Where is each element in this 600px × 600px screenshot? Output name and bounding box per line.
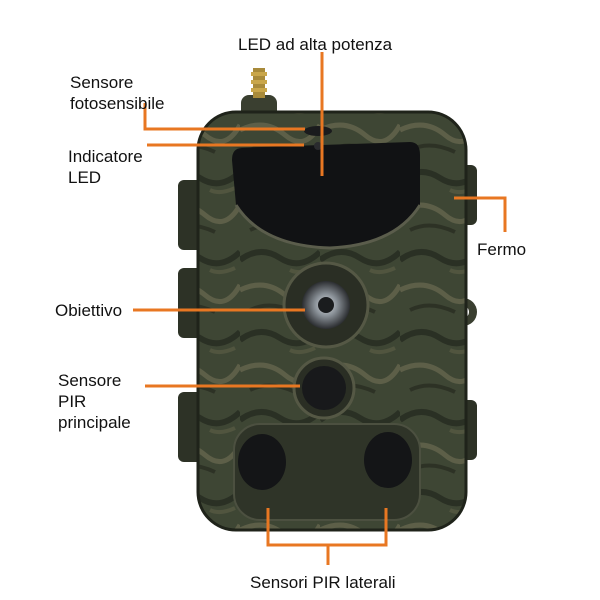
- photosensor: [304, 126, 332, 136]
- label-main-pir-line2: PIR: [58, 392, 87, 411]
- label-photosensor-line1: Sensore: [70, 73, 134, 92]
- side-pir-right: [364, 432, 412, 488]
- label-lens: Obiettivo: [55, 301, 123, 320]
- callout-lines: [133, 52, 507, 565]
- label-photosensor: Sensore fotosensibile: [70, 72, 165, 114]
- label-led-high-power: LED ad alta potenza: [238, 35, 393, 54]
- label-main-pir-line3: principale: [58, 413, 131, 432]
- side-pir-left: [238, 434, 286, 490]
- label-side-pir: Sensori PIR laterali: [250, 573, 396, 592]
- label-photosensor-line2: fotosensibile: [70, 94, 165, 113]
- indicator-led: [314, 142, 322, 150]
- label-main-pir-line1: Sensore: [58, 371, 122, 390]
- ir-led-window: [232, 142, 420, 248]
- label-latch: Fermo: [477, 240, 527, 259]
- label-main-pir: Sensore PIR principale: [58, 370, 131, 433]
- label-indicator-line2: LED: [68, 168, 102, 187]
- label-indicator-line1: Indicatore: [68, 147, 143, 166]
- main-pir-sensor: [302, 366, 346, 410]
- label-indicator-led: Indicatore LED: [68, 146, 143, 188]
